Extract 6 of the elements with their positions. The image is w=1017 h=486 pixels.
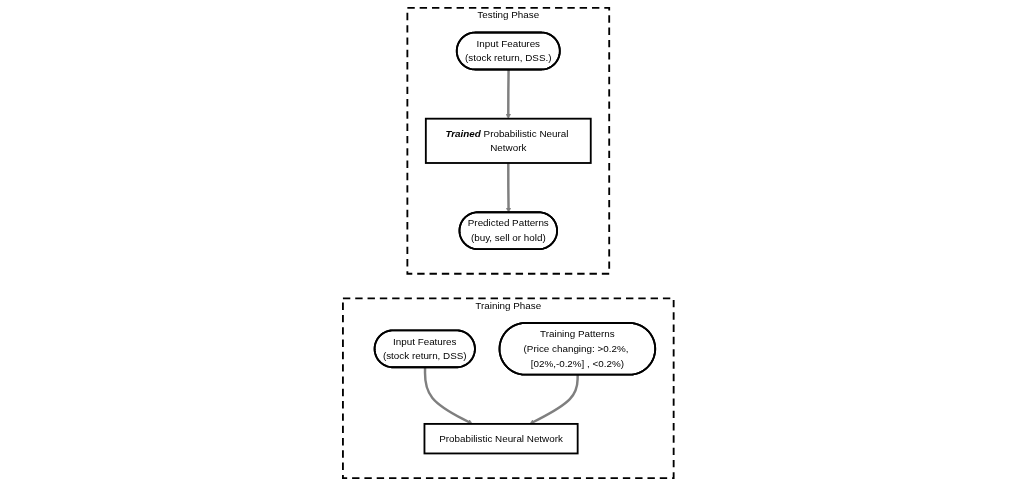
arrow <box>506 163 512 213</box>
node-box: Probabilistic Neural Network <box>423 423 579 455</box>
arrow <box>424 367 473 425</box>
node-box: Trained Probabilistic Neural Network <box>425 117 592 164</box>
arrow <box>505 69 512 119</box>
arrow <box>529 374 580 425</box>
